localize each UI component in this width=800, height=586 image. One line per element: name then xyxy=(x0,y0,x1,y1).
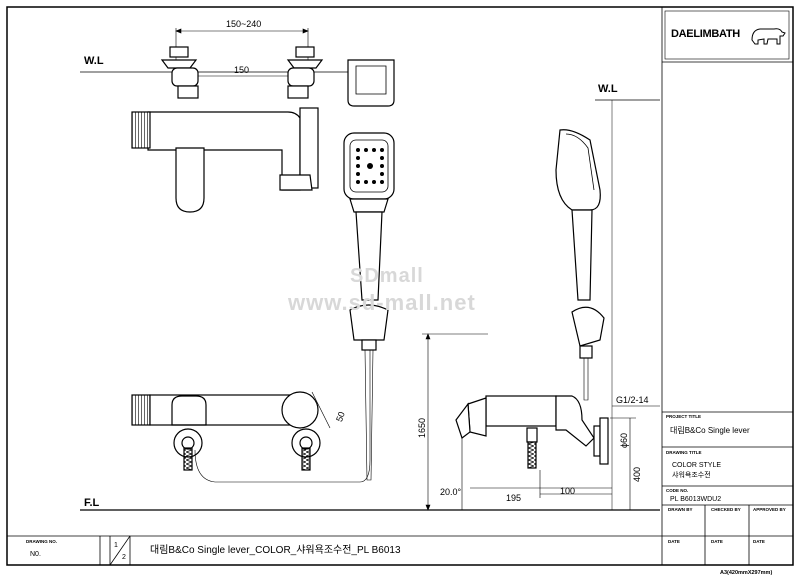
overhead-holder xyxy=(347,59,395,107)
bottom-view-mixer xyxy=(131,350,371,483)
dim-pipe-spacing-range: 150~240 xyxy=(226,19,262,29)
drawing-no: N0. xyxy=(30,551,41,558)
dim-mount-height: 1650 xyxy=(417,417,427,438)
code-no: PL B6013WDU2 xyxy=(670,496,722,503)
polar-bear-icon xyxy=(751,28,786,45)
date-label-2: DATE xyxy=(711,539,723,544)
project-title-label: PROJECT TITLE xyxy=(666,414,702,419)
dim-pipe-spacing: 150 xyxy=(234,65,250,75)
drawn-by-label: DRAWN BY xyxy=(668,507,693,512)
water-level-label-right: W.L xyxy=(598,83,618,95)
dim-angle: 20.0° xyxy=(440,487,462,497)
date-label-1: DATE xyxy=(668,539,680,544)
dim-projection: 195 xyxy=(506,493,522,503)
drawing-description: 대림B&Co Single lever_COLOR_샤워욕조수전_PL B601… xyxy=(150,545,401,556)
logo-text: DAELIMBATH xyxy=(671,28,740,40)
watermark-line1: SDmall xyxy=(350,265,424,287)
side-dimensions xyxy=(422,333,660,511)
code-no-label: CODE NO. xyxy=(666,488,689,493)
approved-by-label: APPROVED BY xyxy=(753,507,786,512)
paper-size: A3(420mmX297mm) xyxy=(720,570,773,576)
drawing-title-line1: COLOR STYLE xyxy=(672,462,722,469)
checked-by-label: CHECKED BY xyxy=(711,507,741,512)
project-title: 대림B&Co Single lever xyxy=(670,426,750,435)
watermark-line2: www.sd-mall.net xyxy=(288,290,476,315)
front-view-mixer xyxy=(131,28,324,213)
sheet-total: 2 xyxy=(122,554,126,561)
dim-shower-connection: G1/2-14 xyxy=(616,395,649,405)
side-view-mixer xyxy=(455,129,609,469)
dim-wall-height: 400 xyxy=(632,466,642,482)
sheet-border xyxy=(6,6,794,566)
sheet-number: 1 xyxy=(114,542,118,549)
drawing-no-label: DRAWING NO. xyxy=(26,539,57,544)
dim-flange-diameter: ϕ60 xyxy=(619,432,629,448)
hand-shower-front xyxy=(343,132,395,481)
water-level-label-left: W.L xyxy=(84,55,104,67)
dim-outlet-offset: 100 xyxy=(560,486,576,496)
drawing-title-line2: 샤워욕조수전 xyxy=(672,472,711,479)
drawing-title-label: DRAWING TITLE xyxy=(666,450,702,455)
title-block xyxy=(7,7,793,566)
date-label-3: DATE xyxy=(753,539,765,544)
floor-level-label: F.L xyxy=(84,497,100,509)
